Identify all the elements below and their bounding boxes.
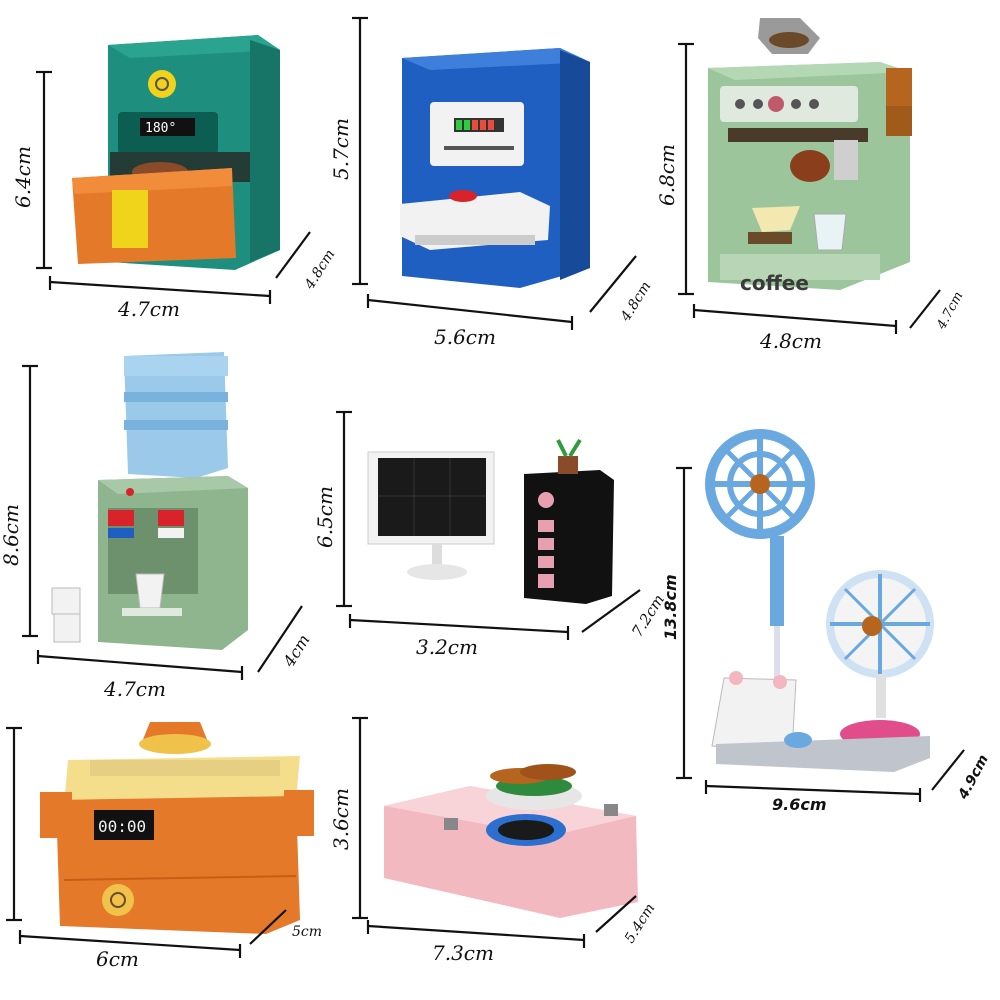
water-width-label: 4.7cm — [103, 677, 166, 701]
rice-cooker: 00:00 — [40, 722, 314, 934]
coffee-width-label: 4.8cm — [759, 329, 822, 353]
fans-dimensions: 13.8cm 9.6cm 4.9cm — [661, 466, 992, 814]
grill-stove — [384, 764, 638, 918]
coffee-height-label: 6.8cm — [655, 144, 679, 206]
robot-height-label: 5.7cm — [329, 118, 353, 180]
air-fryer: 180° — [72, 35, 280, 270]
air-fryer-depth-label: 4.8cm — [301, 247, 338, 293]
air-fryer-width-label: 4.7cm — [117, 297, 180, 321]
cooker-width-label: 6cm — [96, 947, 139, 971]
computer-width-label: 3.2cm — [416, 635, 478, 659]
coffee-depth-label: 4.7cm — [934, 289, 967, 333]
robot-vacuum-station — [400, 48, 590, 288]
start-button-icon — [768, 96, 784, 112]
fans-depth-label: 4.9cm — [955, 752, 992, 803]
handle-icon — [112, 190, 148, 248]
fans-height-label: 13.8cm — [661, 574, 680, 640]
water-depth-label: 4cm — [279, 631, 314, 671]
grill-depth-label: 5.4cm — [622, 901, 659, 946]
fans-width-label: 9.6cm — [772, 795, 827, 814]
rice-cooker-dimensions: 6cm 5cm — [6, 726, 322, 971]
coffee-panel-text: coffee — [740, 271, 809, 295]
robot-width-label: 5.6cm — [434, 325, 496, 349]
fryer-display: 180° — [145, 121, 176, 136]
cooker-display: 00:00 — [98, 817, 146, 836]
water-dispenser — [51, 352, 248, 650]
indicator-icon — [126, 488, 134, 496]
water-height-label: 8.6cm — [0, 504, 23, 566]
computer-set — [367, 438, 614, 604]
air-fryer-height-label: 6.4cm — [11, 146, 35, 208]
coffee-machine: coffee — [708, 18, 912, 295]
fans — [705, 429, 934, 772]
grill-width-label: 7.3cm — [432, 941, 494, 965]
robot-top-button-icon — [449, 190, 477, 202]
power-button-icon — [148, 70, 176, 98]
dial-icon — [735, 99, 745, 109]
computer-height-label: 6.5cm — [313, 486, 337, 548]
robot-vacuum-dimensions: 5.7cm 5.6cm 4.8cm — [329, 16, 654, 349]
pc-tower-icon — [524, 470, 614, 604]
grill-height-label: 3.6cm — [329, 788, 353, 850]
cooker-power-icon — [102, 884, 134, 916]
cooker-depth-label: 5cm — [292, 924, 322, 940]
robot-depth-label: 4.8cm — [617, 279, 654, 325]
plant-pot-icon — [558, 456, 578, 474]
